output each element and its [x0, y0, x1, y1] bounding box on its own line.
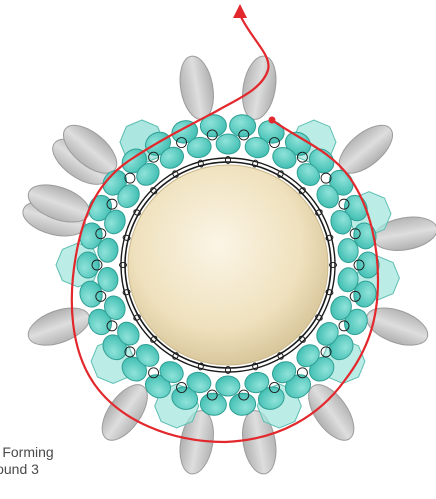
- arrow-up-icon: [233, 4, 247, 18]
- thread-knot: [298, 187, 306, 195]
- red-thread-start-knot: [269, 117, 276, 124]
- inner-seed-bead: [216, 376, 240, 396]
- inner-seed-bead: [216, 134, 240, 154]
- thread-knot: [315, 209, 324, 217]
- thread-knot: [277, 352, 285, 361]
- outer-seed-bead: [77, 252, 99, 278]
- thread-knot: [150, 187, 158, 195]
- thread-knot: [298, 335, 306, 343]
- drop-bead: [23, 301, 94, 353]
- center-pearl: [128, 165, 328, 365]
- thread-knot: [315, 314, 324, 322]
- thread-knot: [277, 170, 285, 179]
- figure-caption: 4: Forming Round 3: [0, 444, 116, 478]
- caption-line-2: Round 3: [0, 461, 39, 477]
- thread-knot: [150, 335, 158, 343]
- drop-bead: [238, 53, 281, 122]
- caption-line-1: Forming: [2, 444, 53, 460]
- thread-knot: [133, 209, 142, 217]
- thread-knot: [172, 352, 180, 361]
- thread-knot: [133, 314, 142, 322]
- thread-knot: [172, 170, 180, 179]
- drop-bead: [175, 53, 218, 122]
